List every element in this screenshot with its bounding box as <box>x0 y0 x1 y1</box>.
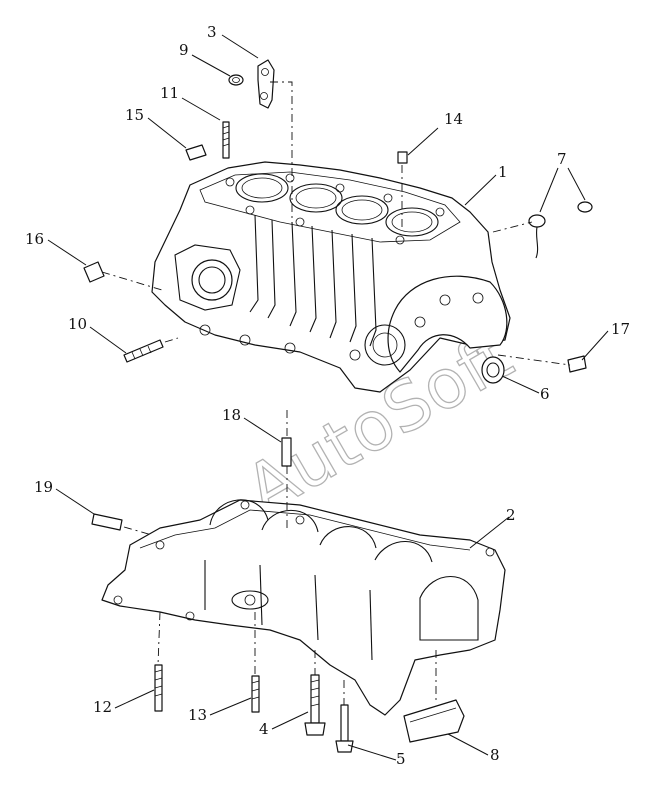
part-16-seal <box>83 261 105 283</box>
callout-11: 11 <box>160 84 179 102</box>
callout-19: 19 <box>34 478 53 496</box>
callout-10: 10 <box>68 315 87 333</box>
part-6-oil-seal <box>481 356 505 384</box>
callout-14: 14 <box>444 110 463 128</box>
callout-4: 4 <box>259 720 269 738</box>
part-9-plug <box>228 74 244 86</box>
part-15-dowel <box>185 144 207 161</box>
part-19-dowel <box>91 513 123 531</box>
part-3-bracket <box>257 59 275 109</box>
callout-1: 1 <box>498 163 508 181</box>
assembly-centerlines <box>101 81 571 705</box>
callout-7: 7 <box>557 150 567 168</box>
callout-12: 12 <box>93 698 112 716</box>
callout-2: 2 <box>506 506 516 524</box>
callout-15: 15 <box>125 106 144 124</box>
callout-9: 9 <box>179 41 189 59</box>
part-14-dowel <box>397 151 408 164</box>
callout-8: 8 <box>490 746 500 764</box>
part-10-stud <box>123 339 164 363</box>
part-7-sensor <box>528 201 593 259</box>
callout-labels: 1 2 3 4 5 6 7 8 9 10 11 12 13 14 15 16 1… <box>25 23 630 768</box>
leader-lines <box>47 34 609 761</box>
cylinder-block <box>151 161 511 393</box>
callout-18: 18 <box>222 406 241 424</box>
crankcase-lower <box>101 499 506 716</box>
part-18-dowel <box>281 437 292 467</box>
callout-13: 13 <box>188 706 207 724</box>
part-12-stud <box>154 664 163 712</box>
part-13-stud <box>251 675 260 713</box>
part-4-bolt <box>304 674 326 736</box>
part-5-bolt <box>335 704 354 753</box>
callout-16: 16 <box>25 230 44 248</box>
callout-5: 5 <box>396 750 406 768</box>
callout-17: 17 <box>611 320 630 338</box>
part-8-baffle <box>403 699 465 743</box>
part-17-dowel <box>567 355 587 373</box>
callout-3: 3 <box>207 23 217 41</box>
callout-6: 6 <box>540 385 550 403</box>
part-11-stud <box>222 121 230 159</box>
